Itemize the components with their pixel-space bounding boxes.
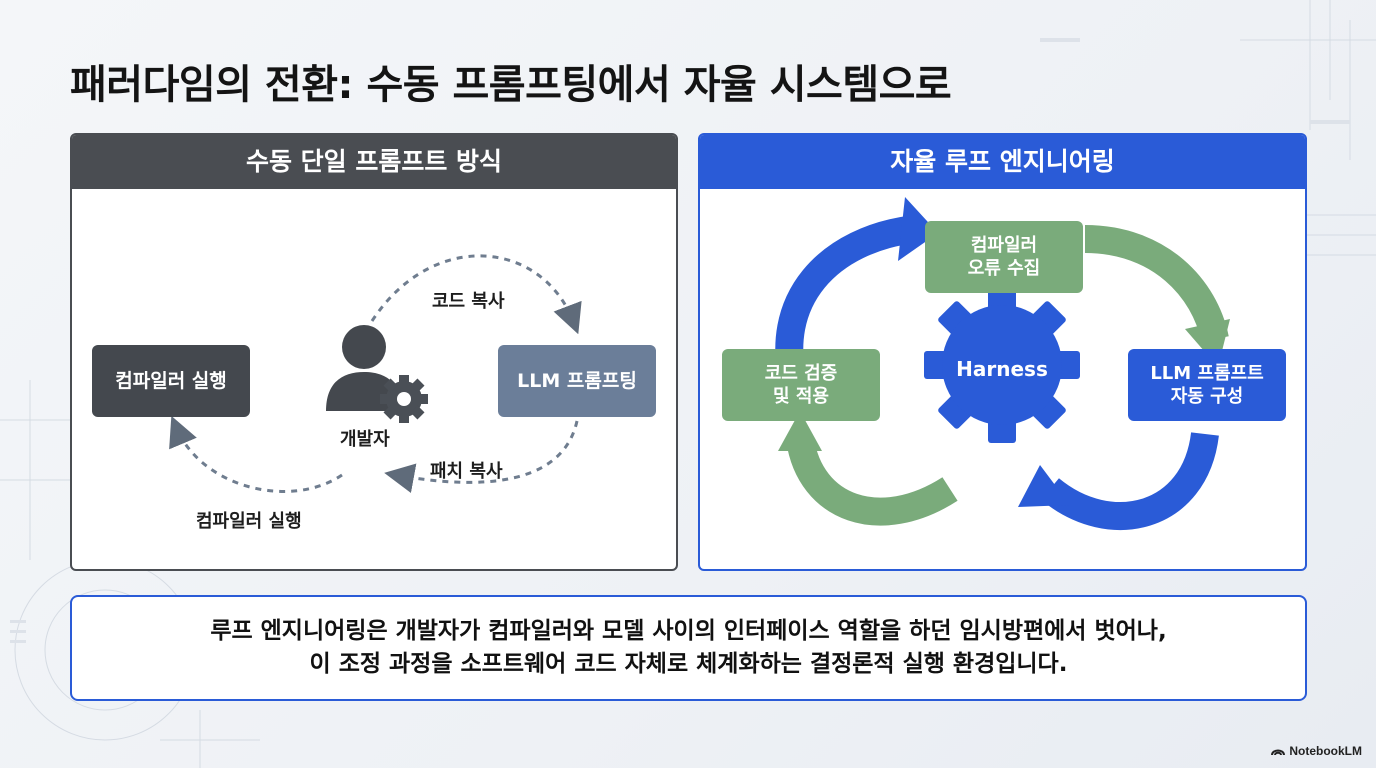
green-arrowhead-left: [778, 411, 822, 451]
copy-code-arrow: [370, 254, 582, 335]
collect-errors-line1: 컴파일러: [970, 234, 1038, 256]
summary-line-1: 루프 엔지니어링은 개발자가 컴파일러와 모델 사이의 인터페이스 역할을 하던…: [210, 617, 1167, 644]
harness-label: Harness: [956, 357, 1048, 381]
brand-logo: NotebookLM: [1271, 744, 1362, 758]
run-compiler-box: 컴파일러 실행: [92, 345, 250, 417]
copy-patch-label: 패치 복사: [430, 461, 503, 482]
manual-loop-diagram: [169, 254, 582, 494]
verify-apply-line1: 코드 검증: [764, 362, 838, 384]
copy-patch-arrow: [384, 420, 579, 494]
brand-name: NotebookLM: [1289, 744, 1362, 758]
run-compiler-label: 컴파일러 실행: [196, 511, 302, 532]
page-title: 패러다임의 전환: 수동 프롬프팅에서 자율 시스템으로: [70, 62, 952, 108]
collect-errors-box: 컴파일러 오류 수집: [925, 221, 1083, 293]
compose-prompt-box: LLM 프롬프트 자동 구성: [1128, 349, 1286, 421]
notebooklm-icon: [1271, 749, 1286, 756]
summary-line-2: 이 조정 과정을 소프트웨어 코드 자체로 체계화하는 결정론적 실행 환경입니…: [309, 651, 1068, 677]
run-compiler-arrow: [169, 415, 343, 493]
autonomous-loop-diagram: [775, 197, 1230, 530]
llm-prompting-box: LLM 프롬프팅: [498, 345, 656, 417]
blue-arc-bottom-right: [1041, 431, 1219, 530]
harness-gear: [924, 287, 1080, 443]
summary-box: 루프 엔지니어링은 개발자가 컴파일러와 모델 사이의 인터페이스 역할을 하던…: [70, 595, 1307, 701]
collect-errors-line2: 오류 수집: [967, 258, 1041, 279]
gear-icon: [380, 375, 428, 423]
manual-prompt-panel: 수동 단일 프롬프트 방식: [70, 133, 678, 571]
developer-label: 개발자: [340, 429, 390, 450]
blue-arrowhead-top: [898, 197, 938, 261]
blue-arrowhead-bottom: [1018, 465, 1070, 507]
compose-prompt-line1: LLM 프롬프트: [1150, 362, 1264, 384]
green-arc-top-right: [1084, 225, 1229, 343]
compose-prompt-line2: 자동 구성: [1170, 386, 1244, 407]
verify-apply-box: 코드 검증 및 적용: [722, 349, 880, 421]
autonomous-panel-header: 자율 루프 엔지니어링: [700, 135, 1305, 189]
manual-panel-header: 수동 단일 프롬프트 방식: [72, 135, 676, 189]
copy-code-label: 코드 복사: [432, 291, 505, 312]
green-arc-bottom-left: [786, 436, 958, 526]
autonomous-loop-panel: 자율 루프 엔지니어링 Harness: [698, 133, 1307, 571]
verify-apply-line2: 및 적용: [773, 386, 829, 407]
